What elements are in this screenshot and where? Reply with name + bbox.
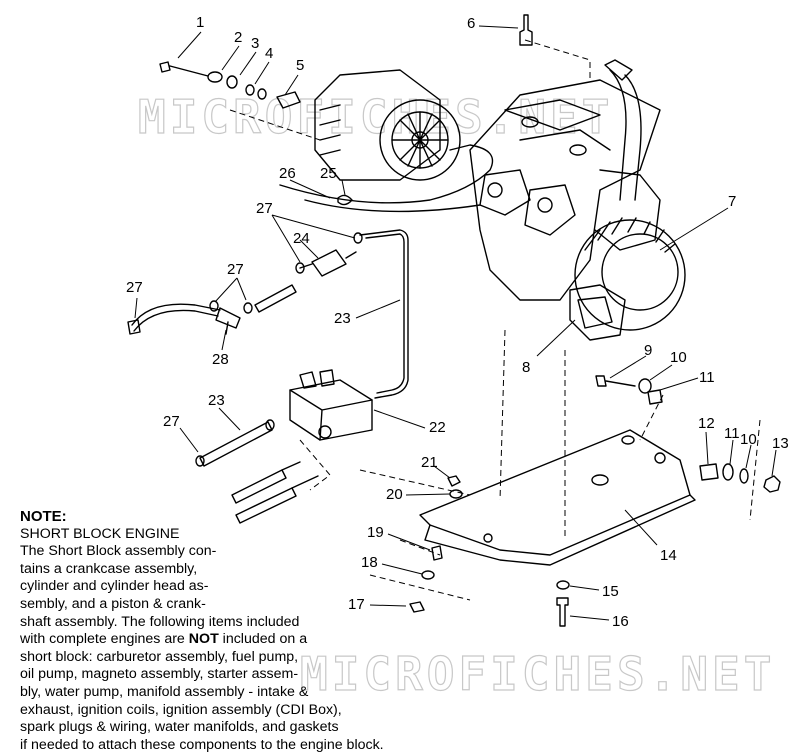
- fuel-line-upper: [359, 229, 409, 399]
- fuel-pump: [289, 369, 373, 441]
- callout-21: 21: [421, 454, 438, 471]
- callout-9: 9: [644, 342, 652, 359]
- callout-18: 18: [361, 554, 378, 571]
- note-line-4: sembly, and a piston & crank-: [20, 595, 206, 612]
- bolt-16: [556, 597, 569, 627]
- callout-27-d: 27: [163, 413, 180, 430]
- note-line-11: spark plugs & wiring, water manifolds, a…: [20, 719, 339, 736]
- callout-13: 13: [772, 435, 789, 452]
- callout-12: 12: [698, 415, 715, 432]
- callout-7: 7: [728, 193, 736, 210]
- callout-6: 6: [467, 15, 475, 32]
- callout-23-upper: 23: [334, 310, 351, 327]
- stud-19: [431, 545, 443, 561]
- recoil-starter-housing: [569, 284, 626, 341]
- callout-23-lower: 23: [208, 392, 225, 409]
- callout-22: 22: [429, 419, 446, 436]
- note-line-7: short block: carburetor assembly, fuel p…: [20, 648, 299, 665]
- magneto-cover: [574, 217, 686, 331]
- spacer: [699, 463, 719, 481]
- washer-15: [556, 580, 570, 590]
- note-line-6-post: included on a: [218, 631, 308, 648]
- callout-27-a: 27: [256, 200, 273, 217]
- drive-clutch: [314, 69, 461, 181]
- flat-washer: [739, 468, 749, 484]
- callout-1: 1: [196, 14, 204, 31]
- callout-19: 19: [367, 524, 384, 541]
- nut-21: [447, 475, 461, 487]
- callout-20: 20: [386, 486, 403, 503]
- short-block-note: NOTE: SHORT BLOCK ENGINE The Short Block…: [20, 508, 440, 754]
- callout-11b: 11: [724, 425, 740, 442]
- grommet: [722, 463, 734, 481]
- callout-15: 15: [602, 583, 619, 600]
- note-line-6-bold: NOT: [188, 631, 219, 648]
- callout-26: 26: [279, 165, 296, 182]
- note-line-12: if needed to attach these components to …: [20, 736, 384, 753]
- callout-11: 11: [699, 369, 715, 386]
- callout-27-c: 27: [126, 279, 143, 296]
- callout-28: 28: [212, 351, 229, 368]
- callout-16: 16: [612, 613, 629, 630]
- watermark-bottom: MICROFICHES.NET: [300, 647, 775, 701]
- note-line-3: cylinder and cylinder head as-: [20, 578, 209, 595]
- fuel-line-left: [131, 303, 221, 332]
- spark-plug-wires: [609, 69, 642, 201]
- callout-24: 24: [293, 230, 310, 247]
- callout-17: 17: [348, 596, 365, 613]
- note-heading: NOTE:: [20, 508, 67, 525]
- callout-10: 10: [670, 349, 687, 366]
- callout-27-b: 27: [227, 261, 244, 278]
- callout-2: 2: [234, 29, 242, 46]
- note-line-5: shaft assembly. The following items incl…: [20, 613, 300, 630]
- note-line-6-pre: with complete engines are: [20, 631, 189, 648]
- washer: [207, 71, 223, 83]
- nut-17: [409, 601, 425, 613]
- callout-5: 5: [296, 57, 304, 74]
- callout-25: 25: [320, 165, 337, 182]
- washer-18: [421, 570, 435, 580]
- o-ring: [245, 84, 255, 96]
- note-line-9: bly, water pump, manifold assembly - int…: [20, 683, 309, 700]
- spark-plug: [519, 14, 533, 46]
- note-line-8: oil pump, magneto assembly, starter asse…: [20, 666, 299, 683]
- note-line-10: exhaust, ignition coils, ignition assemb…: [20, 701, 342, 718]
- carburetor-assembly: [479, 169, 576, 236]
- mount-washer: [638, 378, 652, 394]
- note-subheading: SHORT BLOCK ENGINE: [20, 525, 180, 542]
- engine-block: [469, 79, 661, 301]
- bolt: [159, 61, 209, 77]
- note-line-2: tains a crankcase assembly,: [20, 560, 198, 577]
- callout-4: 4: [265, 45, 273, 62]
- callout-10b: 10: [740, 431, 757, 448]
- note-line-6: with complete engines are NOT included o…: [20, 631, 440, 649]
- engine-mount-plate: [419, 429, 696, 566]
- fuel-line-lower: [199, 421, 273, 467]
- cable-clip: [337, 194, 353, 206]
- fuel-line-segment: [254, 284, 297, 313]
- tee-fitting: [215, 307, 241, 335]
- mount-bushing: [647, 389, 663, 405]
- lock-washer: [226, 75, 238, 89]
- mount-bolt: [595, 375, 636, 387]
- throttle-cable: [279, 144, 494, 204]
- callout-3: 3: [251, 35, 259, 52]
- spacer-sleeve: [276, 91, 301, 109]
- callout-8: 8: [522, 359, 530, 376]
- o-ring-2: [257, 88, 267, 100]
- lock-nut: [763, 475, 781, 493]
- hose-clamp: [353, 232, 363, 244]
- note-line-1: The Short Block assembly con-: [20, 543, 217, 560]
- callout-14: 14: [660, 547, 677, 564]
- fuel-filter: [299, 249, 357, 277]
